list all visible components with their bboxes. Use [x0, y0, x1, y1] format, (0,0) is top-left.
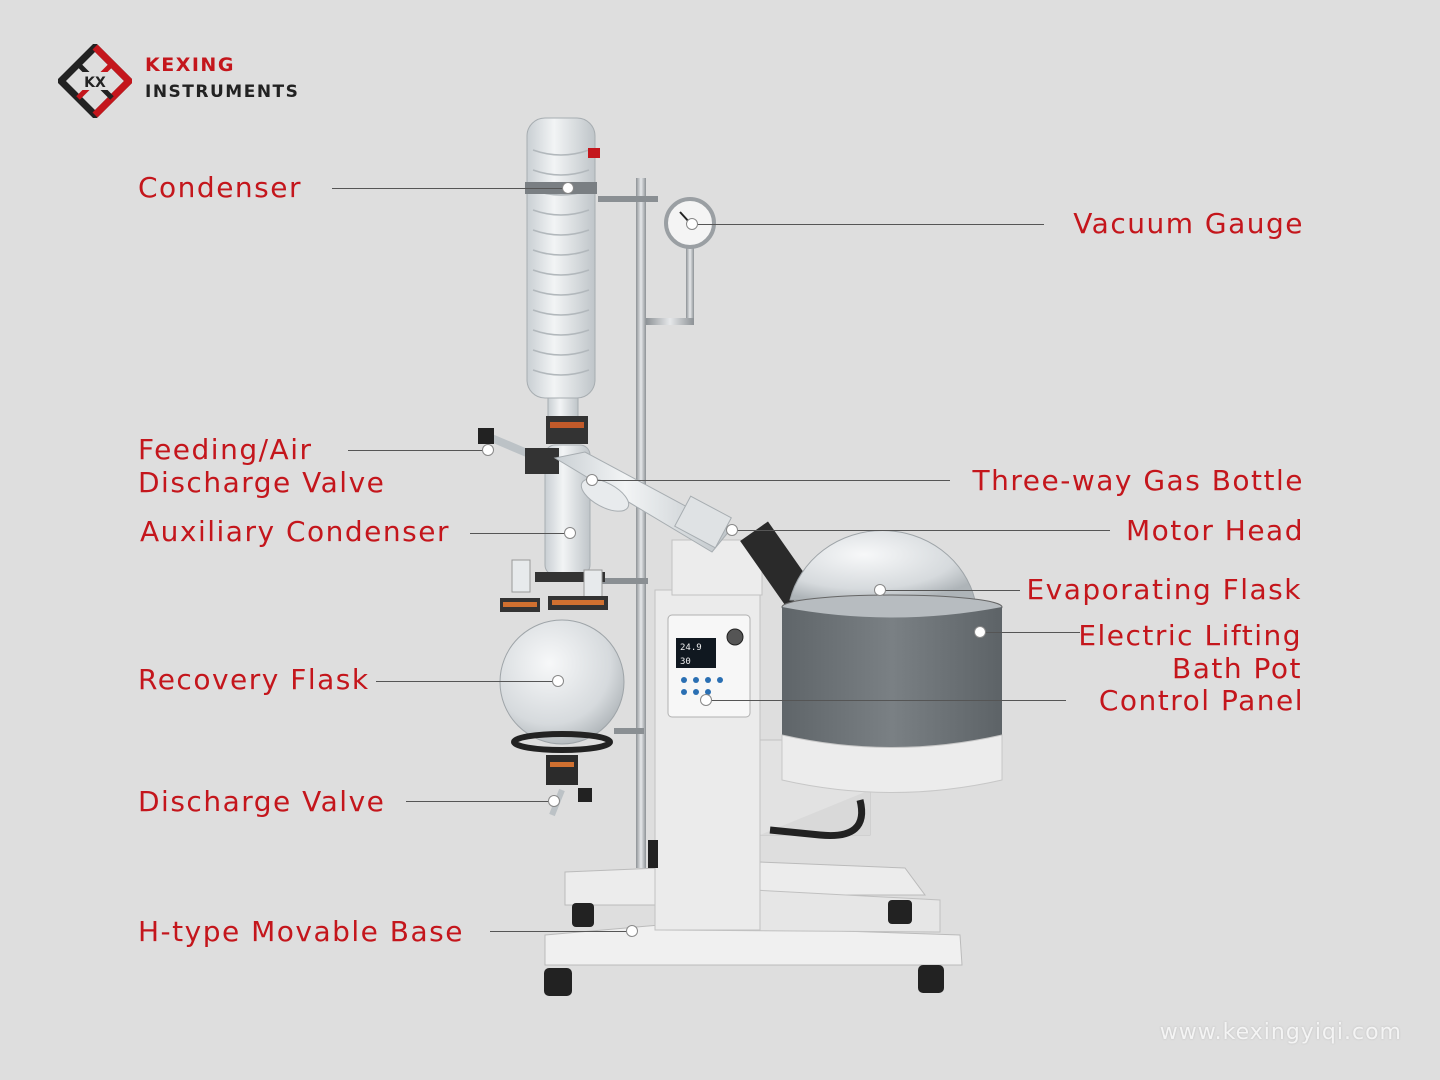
label-evaporating-flask: Evaporating Flask [1026, 573, 1302, 606]
label-vacuum-gauge: Vacuum Gauge [1073, 207, 1304, 240]
leader-line [732, 530, 1110, 531]
anchor-dot [700, 694, 712, 706]
leader-line [376, 681, 558, 682]
anchor-dot [562, 182, 574, 194]
leader-line [980, 632, 1080, 633]
anchor-dot [564, 527, 576, 539]
leader-line [348, 450, 488, 451]
caster-wheel [918, 965, 944, 993]
panel-display-top: 24.9 [680, 643, 702, 653]
panel-display-bottom: 30 [680, 657, 691, 667]
leader-line [706, 700, 1066, 701]
anchor-dot [686, 218, 698, 230]
label-bath-pot-line1: Electric Lifting [1078, 619, 1302, 652]
auxiliary-condenser-glass [535, 444, 605, 582]
support-rod [598, 178, 658, 868]
label-recovery-flask: Recovery Flask [138, 663, 370, 696]
brand-logo: KX KEXING INSTRUMENTS [58, 44, 328, 120]
anchor-dot [548, 795, 560, 807]
leader-line [692, 224, 1044, 225]
leader-line [490, 931, 632, 932]
condenser-glass [525, 117, 600, 444]
label-base: H-type Movable Base [138, 915, 464, 948]
caster-wheel [888, 900, 912, 924]
anchor-dot [874, 584, 886, 596]
logo-mark-text: KX [84, 75, 106, 91]
leader-line [332, 188, 568, 189]
feeding-valve [478, 428, 559, 474]
label-gas-bottle: Three-way Gas Bottle [972, 464, 1304, 497]
kx-logo-icon: KX [58, 44, 132, 118]
brand-name-line2: INSTRUMENTS [145, 82, 300, 102]
anchor-dot [974, 626, 986, 638]
label-motor-head: Motor Head [1125, 514, 1304, 547]
caster-wheel [572, 903, 594, 927]
label-bath-pot-line2: Bath Pot [1172, 652, 1302, 685]
brand-name-line1: KEXING [145, 54, 235, 76]
vacuum-gauge [646, 197, 716, 325]
leader-line [406, 801, 554, 802]
label-discharge-valve: Discharge Valve [138, 785, 386, 818]
label-feeding-valve-line2: Discharge Valve [138, 466, 386, 499]
anchor-dot [482, 444, 494, 456]
h-type-base [544, 861, 963, 996]
recovery-flask [499, 559, 625, 817]
anchor-dot [586, 474, 598, 486]
leader-line [880, 590, 1020, 591]
label-control-panel: Control Panel [1098, 684, 1304, 717]
anchor-dot [726, 524, 738, 536]
label-auxiliary-condenser: Auxiliary Condenser [140, 515, 450, 548]
control-panel: 24.9 30 [667, 614, 751, 718]
bath-pot [781, 594, 1003, 793]
leader-line [470, 533, 570, 534]
label-condenser: Condenser [138, 171, 302, 204]
anchor-dot [626, 925, 638, 937]
anchor-dot [552, 675, 564, 687]
website-url: www.kexingyiqi.com [1159, 1020, 1402, 1045]
leader-line [592, 480, 950, 481]
label-feeding-valve-line1: Feeding/Air [138, 433, 313, 466]
caster-wheel [544, 968, 572, 996]
